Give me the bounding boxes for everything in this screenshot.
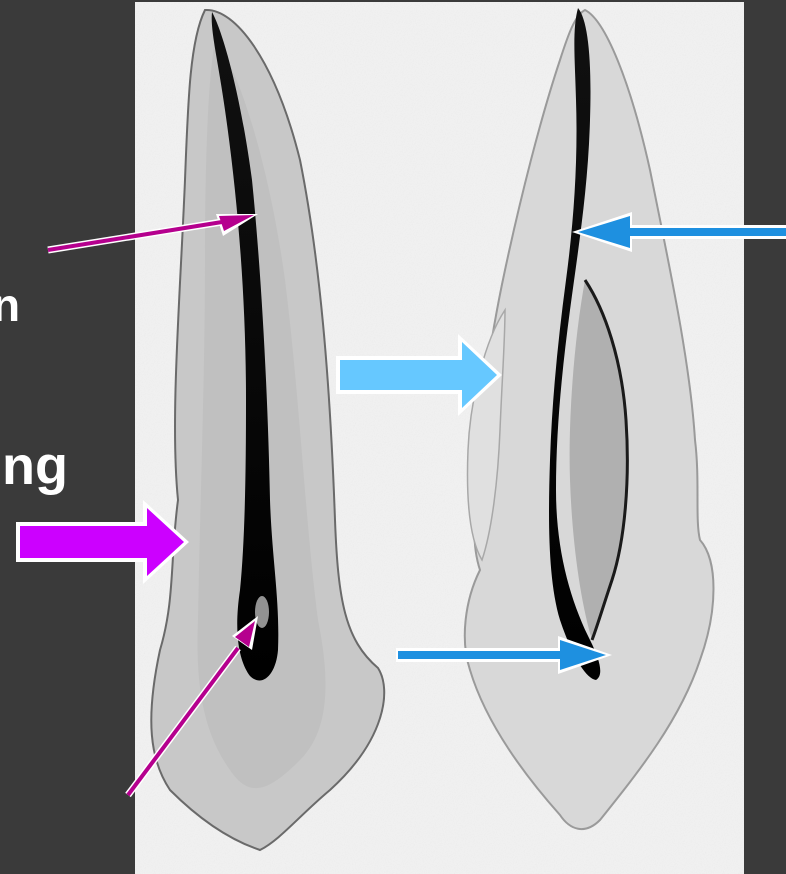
- partial-label-text-top: n: [0, 278, 20, 332]
- left-tooth-canal-highlight: [255, 596, 269, 628]
- partial-label-text-middle: ng: [2, 435, 68, 497]
